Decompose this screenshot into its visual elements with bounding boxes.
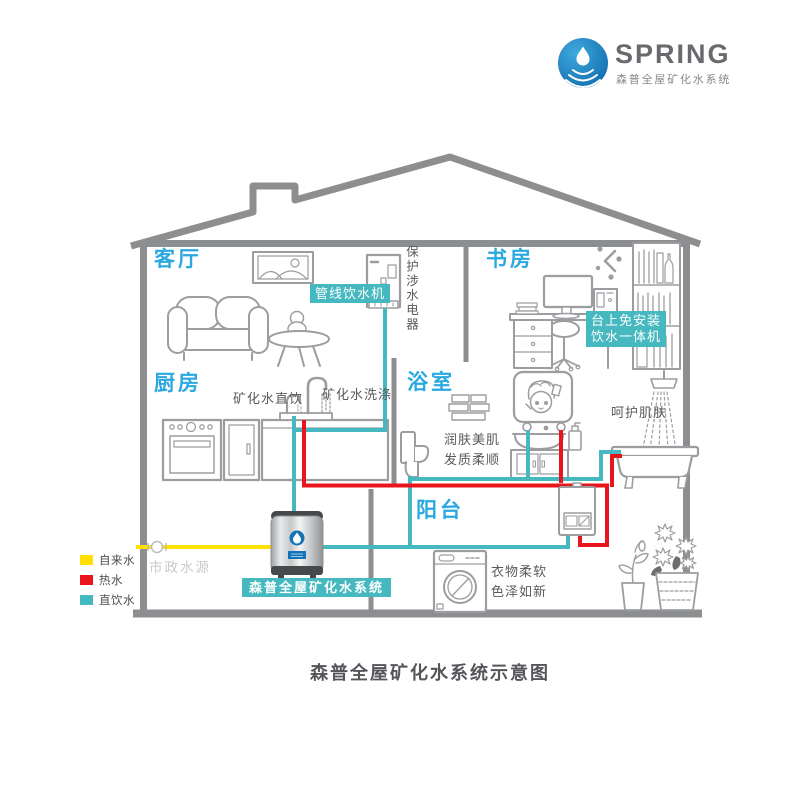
water-valve-icon bbox=[147, 540, 167, 554]
room-label-balcony: 阳台 bbox=[416, 499, 464, 522]
laundry-note-1: 衣物柔软 bbox=[491, 564, 548, 579]
hot-water-swatch bbox=[80, 575, 93, 585]
bookshelf-icon bbox=[632, 242, 681, 370]
bathtub-icon bbox=[610, 445, 700, 489]
countertop-tag-line1: 台上免安装 bbox=[591, 313, 662, 328]
drinking-water-label: 直饮水 bbox=[99, 595, 135, 607]
potted-plant-icon bbox=[618, 540, 649, 611]
drink-faucet-icon bbox=[285, 393, 302, 415]
room-label-study: 书房 bbox=[486, 248, 534, 271]
bath-note-1: 润肤美肌 bbox=[444, 432, 501, 447]
brand-subtitle: 森普全屋矿化水系统 bbox=[616, 74, 732, 86]
picture-frame-icon bbox=[252, 251, 314, 284]
water-heater-icon bbox=[558, 482, 596, 536]
municipal-source-label: 市政水源 bbox=[149, 560, 211, 575]
shower-icon bbox=[642, 370, 678, 452]
mineral-water-tank-icon bbox=[270, 511, 324, 581]
toilet-icon bbox=[400, 431, 430, 478]
roof-outline bbox=[130, 153, 702, 250]
protect-appliances-note: 保护涉水电器 bbox=[404, 245, 418, 332]
tank-label-tag: 森普全屋矿化水系统 bbox=[242, 578, 392, 597]
tap-water-swatch bbox=[80, 555, 93, 565]
drinking-water-swatch bbox=[80, 595, 93, 605]
brand-name: SPRING bbox=[615, 39, 731, 69]
tap-water-label: 自来水 bbox=[99, 555, 135, 567]
spring-logo-icon bbox=[558, 38, 608, 88]
room-label-kitchen: 厨房 bbox=[154, 372, 202, 395]
hot-water-pipes bbox=[302, 420, 622, 547]
legend-row-tap: 自来水 bbox=[80, 554, 135, 567]
kitchen-drink-note: 矿化水直饮 bbox=[233, 391, 304, 406]
washing-machine-icon bbox=[432, 549, 488, 614]
room-label-bathroom: 浴室 bbox=[407, 371, 455, 394]
stove-icon bbox=[161, 418, 223, 482]
kitchen-sink-icon bbox=[260, 412, 390, 482]
kitchen-wash-note: 矿化水洗涤 bbox=[322, 387, 393, 402]
legend-row-hot: 热水 bbox=[80, 574, 123, 587]
room-label-living: 客厅 bbox=[154, 248, 202, 271]
soap-bottle-icon bbox=[568, 422, 582, 451]
side-table-icon bbox=[268, 310, 330, 367]
countertop-dispenser-tag: 台上免安装 饮水一体机 bbox=[586, 311, 667, 347]
wall-lamp-icon bbox=[595, 246, 622, 280]
hot-water-label: 热水 bbox=[99, 575, 123, 587]
legend-row-drinking: 直饮水 bbox=[80, 594, 135, 607]
monitor-icon bbox=[542, 274, 594, 320]
drinking-water-pipes bbox=[292, 308, 621, 549]
desk-icon bbox=[509, 302, 613, 372]
flower-pot-icon bbox=[651, 523, 699, 611]
kitchen-cabinet-icon bbox=[222, 418, 261, 482]
shower-note: 呵护肌肤 bbox=[611, 405, 668, 420]
sofa-icon bbox=[167, 296, 269, 361]
bath-note-2: 发质柔顺 bbox=[444, 452, 501, 467]
countertop-tag-line2: 饮水一体机 bbox=[591, 329, 662, 344]
mirror-cartoon-icon bbox=[512, 370, 574, 424]
towels-icon bbox=[448, 394, 490, 421]
wash-faucet-icon bbox=[306, 376, 331, 415]
pipeline-dispenser-tag: 管线饮水机 bbox=[310, 284, 391, 303]
laundry-note-2: 色泽如新 bbox=[491, 584, 548, 599]
vanity-cabinet-icon bbox=[510, 449, 569, 479]
diagram-caption: 森普全屋矿化水系统示意图 bbox=[310, 663, 550, 683]
